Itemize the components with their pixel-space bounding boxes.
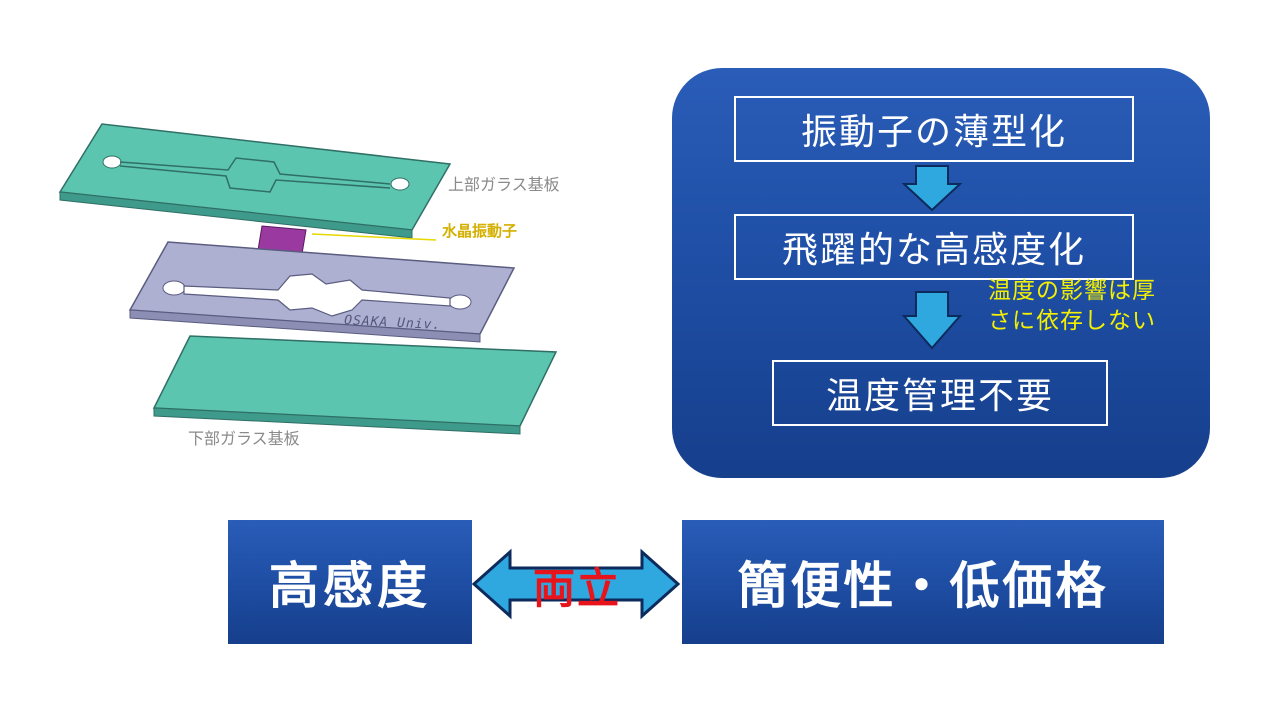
middle-plate xyxy=(128,241,516,343)
lower-glass-plate xyxy=(152,335,558,435)
resonator-label: 水晶振動子 xyxy=(442,222,517,240)
upper-plate-label: 上部ガラス基板 xyxy=(448,175,560,194)
down-arrow-icon xyxy=(901,165,963,212)
down-arrow-icon xyxy=(901,291,963,350)
temperature-note: 温度の影響は厚 さに依存しない xyxy=(988,276,1208,336)
note-line-1: 温度の影響は厚 xyxy=(988,278,1156,304)
lower-plate-label: 下部ガラス基板 xyxy=(188,429,300,448)
both-compatible-label: 両立 xyxy=(532,564,621,613)
step-thin-resonator: 振動子の薄型化 xyxy=(734,96,1134,162)
step-no-temp-control: 温度管理不要 xyxy=(772,360,1108,426)
note-line-2: さに依存しない xyxy=(988,308,1156,334)
high-sensitivity-box: 高感度 xyxy=(228,520,472,644)
resonator-pointer xyxy=(311,233,437,241)
step-high-sensitivity: 飛躍的な高感度化 xyxy=(734,214,1134,280)
simple-low-cost-box: 簡便性・低価格 xyxy=(682,520,1164,644)
upper-glass-plate xyxy=(58,123,452,239)
middle-plate-marking: OSAKA Univ. xyxy=(344,313,442,333)
double-arrow-icon xyxy=(471,548,681,620)
flow-panel: 振動子の薄型化 飛躍的な高感度化 温度の影響は厚 さに依存しない 温度管理不要 xyxy=(672,68,1210,478)
exploded-device-diagram: 上部ガラス基板 水晶振動子 OSAKA Univ. 下部ガラス基板 xyxy=(58,123,560,448)
